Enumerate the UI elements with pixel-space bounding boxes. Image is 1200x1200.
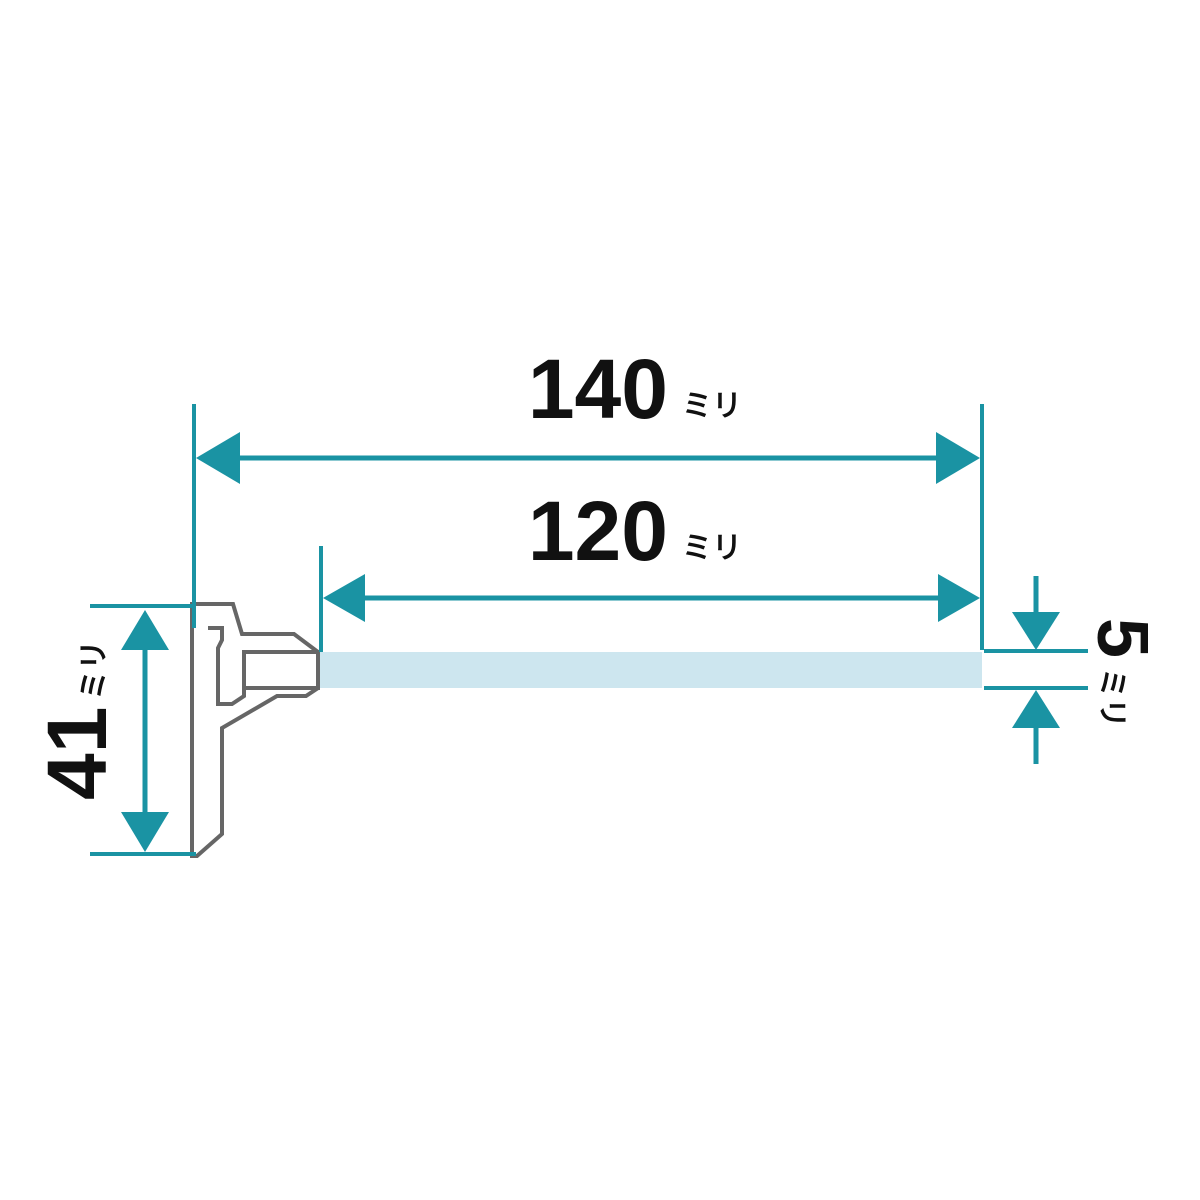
dimension-height: 41 ミリ: [30, 604, 196, 856]
dimension-unit: ミリ: [682, 531, 742, 566]
arrowhead-top: [1012, 612, 1060, 650]
dimension-unit: ミリ: [77, 640, 112, 700]
arrowhead-left: [323, 574, 365, 622]
arrowhead-bottom: [121, 812, 169, 852]
dimension-unit: ミリ: [682, 389, 742, 424]
dimension-shelf-length: 120 ミリ: [319, 484, 980, 652]
dimension-overall-length: 140 ミリ: [192, 342, 984, 650]
bracket-outline: [190, 602, 320, 858]
arrowhead-left: [196, 432, 240, 484]
arrowhead-right: [936, 432, 980, 484]
dimension-value: 5: [1082, 618, 1162, 658]
dimension-unit: ミリ: [1094, 668, 1129, 728]
dimension-thickness: 5 ミリ: [984, 576, 1162, 764]
dimension-value: 140: [528, 342, 668, 436]
arrowhead-bottom: [1012, 690, 1060, 728]
arrowhead-top: [121, 610, 169, 650]
dimension-value: 41: [30, 707, 124, 800]
arrowhead-right: [938, 574, 980, 622]
dimension-value: 120: [528, 484, 668, 578]
shelf-panel: [318, 652, 982, 688]
